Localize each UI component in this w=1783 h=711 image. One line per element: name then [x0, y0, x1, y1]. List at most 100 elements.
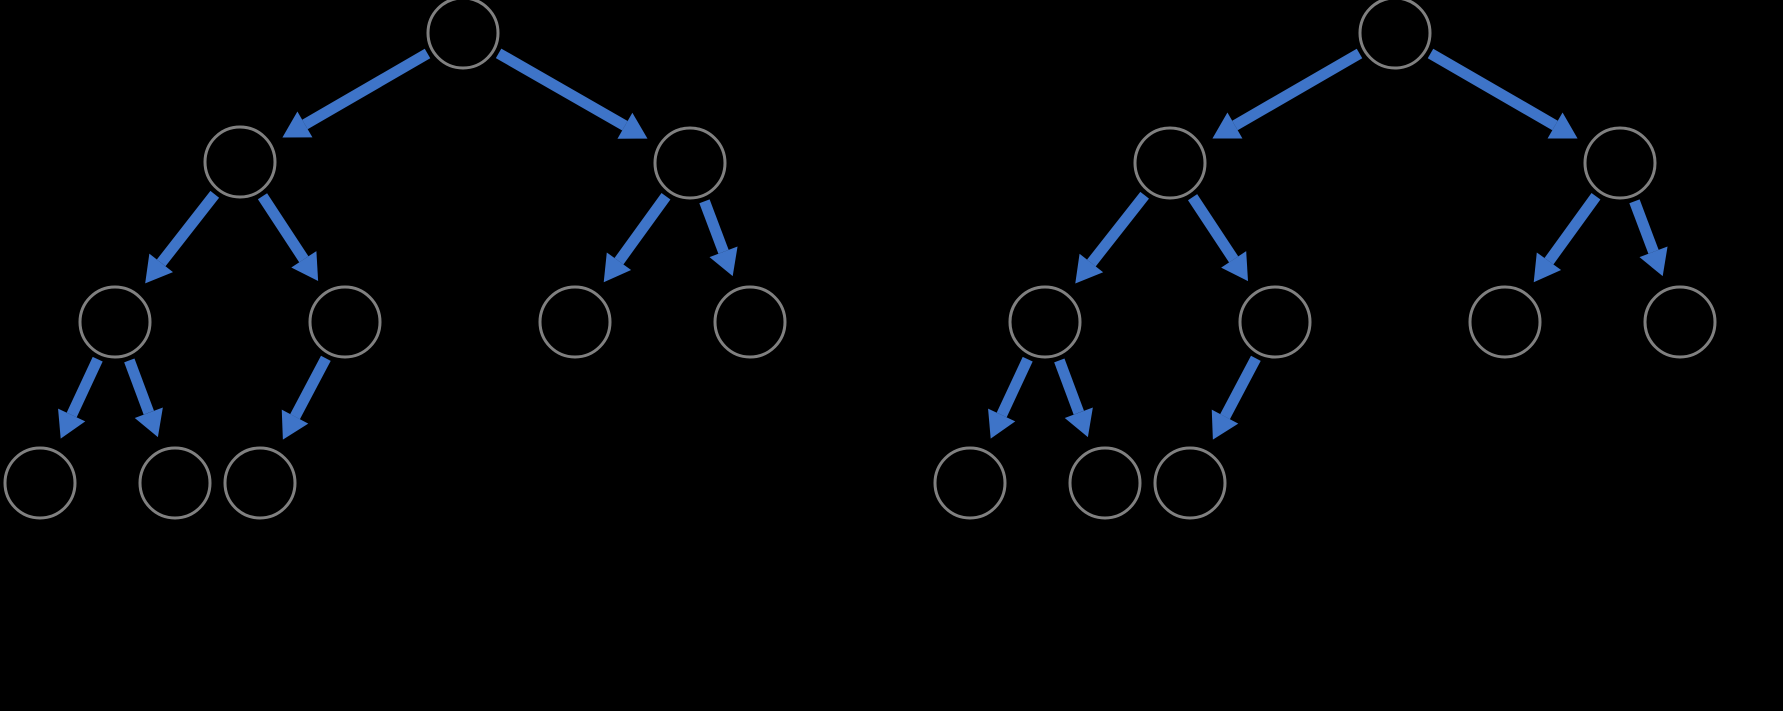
- arrowhead-icon: [282, 111, 313, 138]
- arrowhead-icon: [709, 246, 738, 277]
- node-circle[interactable]: [933, 446, 1007, 520]
- tree-node-L-n4[interactable]: [308, 285, 382, 359]
- tree-node-R-root[interactable]: [1358, 0, 1432, 70]
- arrowhead-icon: [145, 253, 173, 284]
- edge-shaft: [156, 190, 220, 267]
- tree-node-R-n8[interactable]: [1068, 446, 1142, 520]
- tree-node-R-n3[interactable]: [1008, 285, 1082, 359]
- edge-R-n1-to-R-n4: [1188, 194, 1248, 282]
- node-circle[interactable]: [426, 0, 500, 70]
- edge-shaft: [66, 356, 103, 418]
- edge-L-n1-to-L-n3: [145, 190, 220, 284]
- edge-shaft: [1427, 48, 1558, 131]
- edge-L-n1-to-L-n4: [257, 193, 319, 282]
- node-circle[interactable]: [78, 285, 152, 359]
- arrowhead-icon: [1221, 251, 1248, 282]
- node-circle[interactable]: [538, 285, 612, 359]
- node-circle[interactable]: [223, 446, 297, 520]
- edge-shaft: [495, 48, 628, 131]
- tree-node-R-n5[interactable]: [1468, 285, 1542, 359]
- tree-node-R-n7[interactable]: [933, 446, 1007, 520]
- node-circle[interactable]: [1468, 285, 1542, 359]
- tree-node-L-n3[interactable]: [78, 285, 152, 359]
- arrowhead-icon: [1212, 112, 1243, 139]
- left-tree-edges: [58, 48, 738, 440]
- edge-shaft: [996, 356, 1033, 418]
- edge-shaft: [257, 193, 309, 263]
- arrowhead-icon: [603, 252, 632, 283]
- edge-R-n4-to-R-n9: [1211, 355, 1261, 440]
- edge-L-root-to-L-n1: [282, 48, 431, 138]
- edge-L-n3-to-L-n7: [58, 356, 103, 439]
- tree-node-L-n2[interactable]: [653, 126, 727, 200]
- tree-node-R-n2[interactable]: [1583, 126, 1657, 200]
- tree-node-L-n7[interactable]: [3, 446, 77, 520]
- edge-shaft: [1220, 355, 1261, 420]
- edge-L-n2-to-L-n6: [699, 199, 738, 277]
- node-circle[interactable]: [308, 285, 382, 359]
- edge-R-n3-to-R-n8: [1054, 358, 1093, 438]
- node-circle[interactable]: [3, 446, 77, 520]
- edge-R-n2-to-R-n5: [1533, 192, 1601, 283]
- arrowhead-icon: [1533, 252, 1562, 283]
- edge-shaft: [1544, 192, 1601, 265]
- arrowhead-icon: [1064, 407, 1093, 438]
- edge-L-n4-to-L-n9: [281, 355, 331, 440]
- arrowhead-icon: [1639, 246, 1668, 277]
- arrowhead-icon: [1211, 409, 1239, 440]
- node-circle[interactable]: [653, 126, 727, 200]
- edge-L-n2-to-L-n5: [603, 192, 671, 283]
- arrowhead-icon: [1547, 112, 1578, 139]
- tree-node-L-n9[interactable]: [223, 446, 297, 520]
- arrowhead-icon: [1075, 253, 1104, 284]
- node-circle[interactable]: [1358, 0, 1432, 70]
- edge-L-root-to-L-n2: [495, 48, 648, 139]
- edge-shaft: [1087, 191, 1149, 267]
- tree-node-L-n5[interactable]: [538, 285, 612, 359]
- node-circle[interactable]: [713, 285, 787, 359]
- edge-shaft: [1054, 358, 1084, 415]
- tree-node-R-n6[interactable]: [1643, 285, 1717, 359]
- edge-shaft: [699, 199, 729, 254]
- arrowhead-icon: [134, 407, 163, 438]
- edge-shaft: [614, 192, 671, 265]
- arrowhead-icon: [617, 112, 648, 139]
- node-circle[interactable]: [1008, 285, 1082, 359]
- edge-R-n1-to-R-n3: [1075, 191, 1149, 284]
- edge-R-root-to-R-n1: [1212, 48, 1363, 139]
- node-circle[interactable]: [1238, 285, 1312, 359]
- arrowhead-icon: [58, 408, 86, 439]
- nodes-layer: [3, 0, 1717, 520]
- arrowhead-icon: [281, 409, 309, 440]
- node-circle[interactable]: [1068, 446, 1142, 520]
- edge-shaft: [302, 48, 431, 130]
- tree-node-L-n1[interactable]: [203, 125, 277, 199]
- edge-R-root-to-R-n2: [1427, 48, 1578, 139]
- arrowhead-icon: [291, 251, 319, 282]
- left-tree-nodes: [3, 0, 787, 520]
- tree-node-R-n4[interactable]: [1238, 285, 1312, 359]
- tree-node-R-n1[interactable]: [1133, 126, 1207, 200]
- edges-layer: [58, 48, 1668, 440]
- node-circle[interactable]: [1643, 285, 1717, 359]
- tree-node-R-n9[interactable]: [1153, 446, 1227, 520]
- node-circle[interactable]: [138, 446, 212, 520]
- node-circle[interactable]: [1583, 126, 1657, 200]
- edge-shaft: [290, 355, 331, 420]
- tree-node-L-n8[interactable]: [138, 446, 212, 520]
- edge-shaft: [1629, 199, 1659, 254]
- right-tree-edges: [988, 48, 1668, 440]
- node-circle[interactable]: [1153, 446, 1227, 520]
- edge-shaft: [1232, 48, 1363, 131]
- edge-shaft: [1188, 194, 1239, 263]
- edge-L-n3-to-L-n8: [124, 358, 163, 438]
- tree-node-L-n6[interactable]: [713, 285, 787, 359]
- edge-R-n2-to-R-n6: [1629, 199, 1668, 277]
- tree-node-L-root[interactable]: [426, 0, 500, 70]
- arrowhead-icon: [988, 408, 1016, 439]
- node-circle[interactable]: [203, 125, 277, 199]
- node-circle[interactable]: [1133, 126, 1207, 200]
- edge-shaft: [124, 358, 154, 415]
